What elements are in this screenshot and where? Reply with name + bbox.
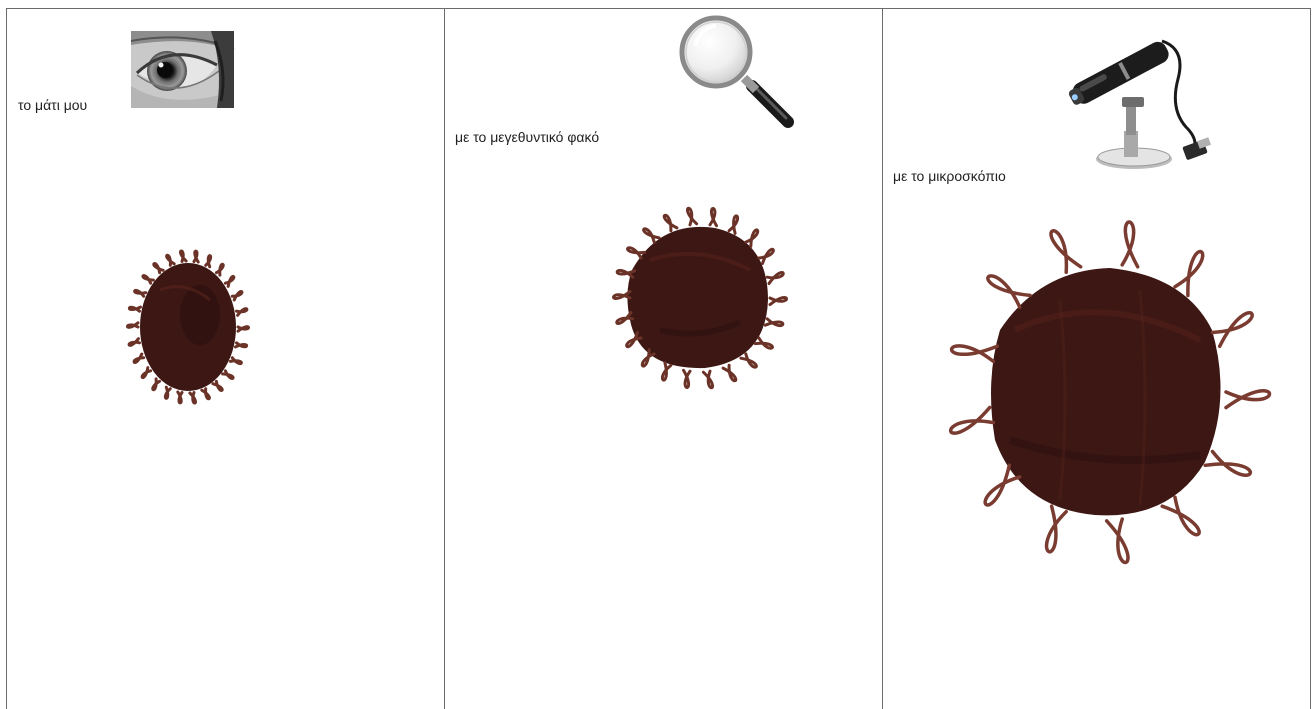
hair-stroke	[662, 363, 671, 380]
hair-stroke	[154, 264, 163, 273]
drawing-small-blob	[140, 263, 236, 391]
hair-stroke	[1107, 519, 1128, 562]
hair-stroke	[236, 343, 247, 347]
hair-stroke	[687, 208, 696, 225]
hair-stroke	[181, 251, 187, 262]
hair-stroke	[129, 307, 140, 311]
hair-stroke	[190, 393, 196, 404]
hair-stroke	[644, 229, 659, 242]
hair-stroke	[1205, 452, 1250, 476]
hair-stroke	[614, 291, 631, 298]
drawing-medium-blob	[627, 227, 768, 368]
hair-stroke	[143, 276, 153, 284]
hair-stroke	[759, 249, 773, 263]
hair-stroke	[755, 338, 772, 348]
hair-stroke	[223, 371, 233, 379]
hair-stroke	[767, 272, 783, 283]
hair-stroke	[765, 319, 783, 326]
hair-stroke	[142, 368, 150, 378]
hair-stroke	[741, 354, 756, 367]
hair-stroke	[951, 408, 994, 434]
hair-stroke	[167, 255, 175, 265]
hair-stroke	[128, 323, 139, 328]
hair-stroke	[135, 290, 146, 296]
hair-stroke	[237, 309, 247, 316]
hair-stroke	[684, 370, 691, 387]
hair-stroke	[1226, 391, 1270, 408]
hair-stroke	[703, 371, 712, 388]
hair-stroke	[952, 346, 998, 362]
hair-stroke	[230, 358, 241, 364]
hair-stroke	[1047, 506, 1067, 552]
hair-stroke	[178, 392, 182, 403]
hair-stroke	[232, 292, 242, 300]
hair-stroke	[225, 276, 233, 286]
hair-stroke	[710, 209, 717, 226]
hair-stroke	[202, 389, 210, 399]
drawing-large-blob	[991, 268, 1221, 515]
hair-stroke	[216, 264, 223, 275]
hair-stroke	[165, 387, 170, 398]
hair-stroke	[194, 251, 198, 262]
hair-stroke	[1162, 497, 1199, 534]
hair-stroke	[213, 381, 222, 390]
hair-stroke	[129, 339, 139, 346]
hair-stroke	[723, 365, 736, 380]
hair-stroke	[729, 216, 738, 233]
hair-stroke	[1175, 252, 1203, 296]
hair-stroke	[153, 379, 160, 390]
hair-stroke	[1122, 222, 1138, 267]
hair-stroke	[1051, 231, 1081, 272]
hair-stroke	[664, 215, 677, 230]
hair-stroke	[1213, 313, 1253, 347]
hair-stroke	[206, 256, 211, 267]
hair-stroke	[746, 230, 758, 246]
hair-stroke	[770, 297, 787, 304]
hair-stroke	[617, 313, 633, 324]
hair-stroke	[238, 327, 249, 332]
hair-stroke	[134, 354, 144, 362]
